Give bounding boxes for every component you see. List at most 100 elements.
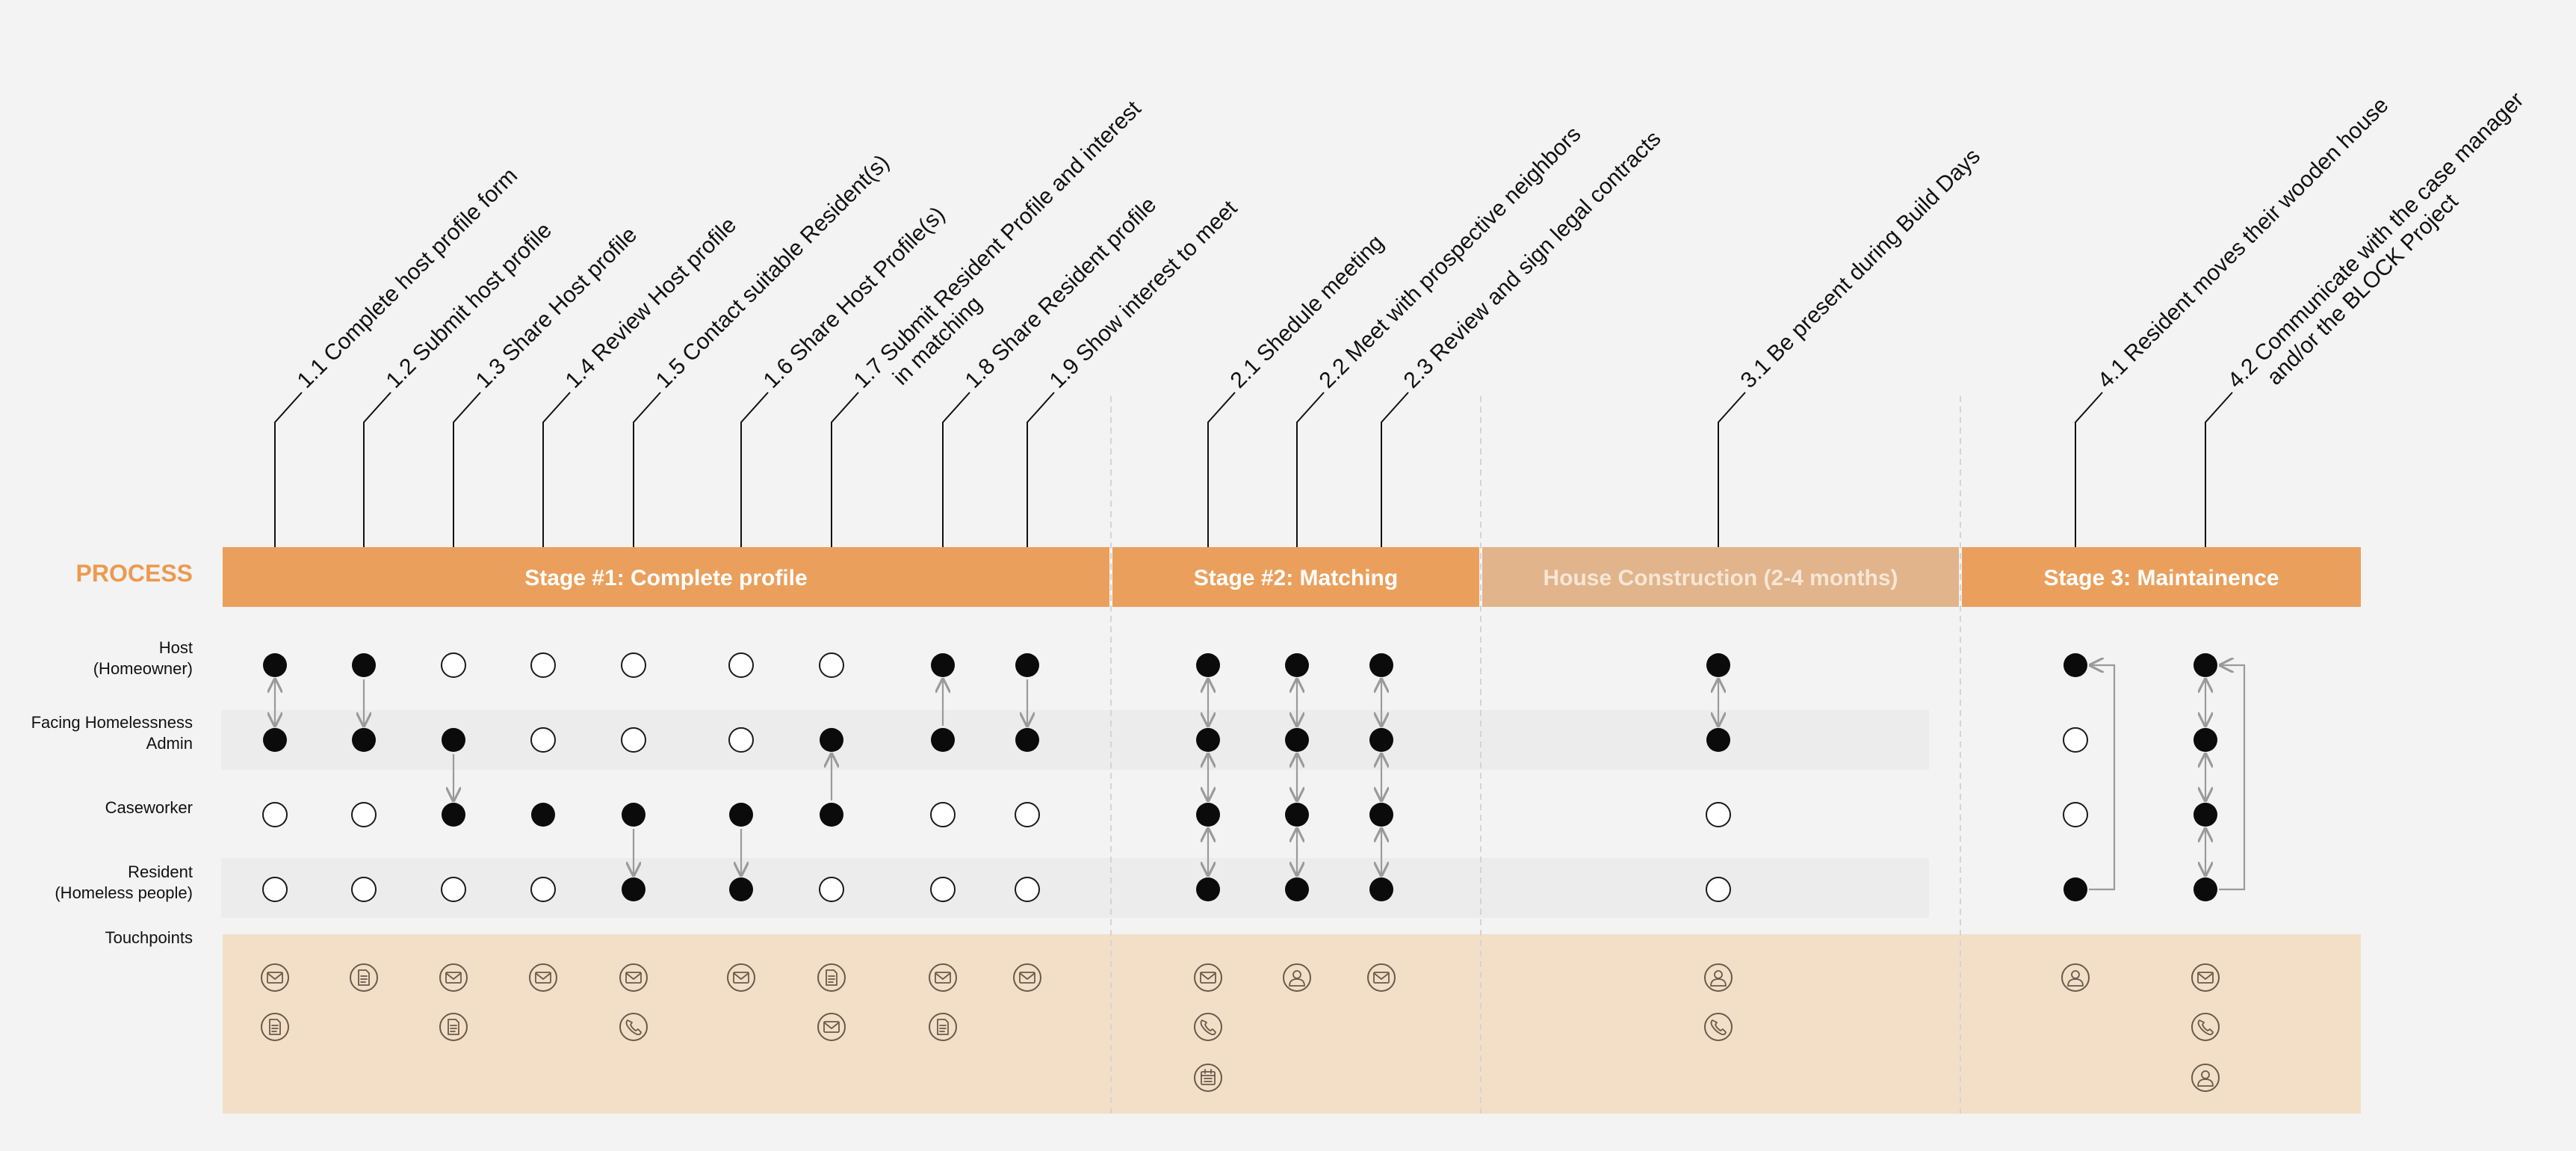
step-label-4.2: 4.2 Communicate with the case managerand… bbox=[2223, 87, 2547, 411]
lane-band-resident bbox=[221, 858, 1929, 918]
node-1.7-lane-3 bbox=[819, 877, 844, 902]
lane-label-3: Resident(Homeless people) bbox=[55, 863, 193, 902]
step-label-3.1: 3.1 Be present during Build Days bbox=[1736, 144, 1985, 392]
step-label-1.3: 1.3 Share Host profile bbox=[471, 222, 643, 393]
node-2.1-lane-1 bbox=[1196, 728, 1220, 752]
node-4.2-lane-1 bbox=[2193, 728, 2217, 752]
phone-icon bbox=[1194, 1013, 1222, 1041]
person-icon bbox=[2061, 963, 2090, 992]
node-4.1-lane-2 bbox=[2063, 802, 2088, 827]
step-leader-2.1 bbox=[1207, 392, 1236, 547]
node-2.1-lane-0 bbox=[1196, 653, 1220, 677]
document-icon bbox=[261, 1013, 289, 1041]
node-1.4-lane-1 bbox=[530, 727, 556, 753]
node-1.5-lane-2 bbox=[622, 803, 645, 827]
node-1.7-lane-0 bbox=[819, 652, 844, 678]
email-icon bbox=[529, 963, 557, 992]
document-icon bbox=[350, 963, 378, 992]
person-icon bbox=[1283, 963, 1311, 992]
node-4.2-lane-3 bbox=[2193, 877, 2217, 901]
node-1.4-lane-0 bbox=[530, 652, 556, 678]
stage-bar-2 bbox=[1112, 547, 1479, 607]
stage-dividers bbox=[1110, 396, 1961, 1114]
email-icon bbox=[929, 963, 957, 992]
document-icon bbox=[929, 1013, 957, 1041]
calendar-icon bbox=[1194, 1064, 1222, 1092]
node-2.3-lane-1 bbox=[1369, 728, 1393, 752]
node-1.1-lane-2 bbox=[262, 802, 288, 827]
step-label-1.4: 1.4 Review Host profile bbox=[561, 212, 741, 392]
node-1.6-lane-2 bbox=[729, 803, 753, 827]
return-bracket-4.1 bbox=[2089, 665, 2116, 891]
stage-label-3: House Construction (2-4 months) bbox=[1543, 566, 1898, 590]
step-leader-1.4 bbox=[542, 392, 571, 547]
node-1.6-lane-1 bbox=[728, 727, 754, 753]
node-1.2-lane-0 bbox=[352, 653, 376, 677]
node-1.3-lane-3 bbox=[441, 877, 466, 902]
node-1.8-lane-3 bbox=[930, 877, 956, 902]
node-1.6-lane-3 bbox=[729, 877, 753, 901]
node-1.4-lane-3 bbox=[530, 877, 556, 902]
email-icon bbox=[1194, 963, 1222, 992]
document-icon bbox=[439, 1013, 468, 1041]
node-1.4-lane-2 bbox=[531, 803, 555, 827]
step-leader-2.2 bbox=[1296, 392, 1325, 547]
node-1.5-lane-3 bbox=[622, 877, 645, 901]
node-1.1-lane-0 bbox=[263, 653, 287, 677]
node-2.3-lane-3 bbox=[1369, 877, 1393, 901]
node-2.2-lane-3 bbox=[1285, 877, 1309, 901]
step-leader-1.7 bbox=[831, 392, 859, 547]
person-icon bbox=[2191, 1064, 2220, 1092]
node-1.1-lane-1 bbox=[263, 728, 287, 752]
email-icon bbox=[727, 963, 755, 992]
step-leader-4.1 bbox=[2075, 392, 2103, 547]
node-1.5-lane-0 bbox=[621, 652, 646, 678]
step-leader-2.3 bbox=[1381, 392, 1409, 547]
phone-icon bbox=[619, 1013, 648, 1041]
step-leader-3.1 bbox=[1718, 392, 1746, 547]
lane-nodes bbox=[262, 652, 2217, 902]
node-1.8-lane-1 bbox=[931, 728, 955, 752]
node-1.7-lane-1 bbox=[820, 728, 843, 752]
node-4.1-lane-3 bbox=[2063, 877, 2087, 901]
step-label-2.1: 2.1 Shedule meeting bbox=[1226, 230, 1389, 393]
node-1.2-lane-1 bbox=[352, 728, 376, 752]
step-leaders bbox=[274, 392, 2233, 547]
step-label-4.1: 4.1 Resident moves their wooden house bbox=[2093, 93, 2394, 393]
node-1.3-lane-1 bbox=[442, 728, 465, 752]
step-leader-1.9 bbox=[1027, 392, 1055, 547]
node-1.8-lane-0 bbox=[931, 653, 955, 677]
node-1.1-lane-3 bbox=[262, 877, 288, 902]
email-icon bbox=[1367, 963, 1396, 992]
node-1.6-lane-0 bbox=[728, 652, 754, 678]
node-1.9-lane-0 bbox=[1015, 653, 1039, 677]
node-1.3-lane-2 bbox=[442, 803, 465, 827]
node-2.2-lane-2 bbox=[1285, 803, 1309, 827]
stage-bar-3 bbox=[1482, 547, 1959, 607]
node-1.8-lane-2 bbox=[930, 802, 956, 827]
step-leader-1.2 bbox=[363, 392, 391, 547]
step-leader-4.2 bbox=[2205, 392, 2233, 547]
step-leader-1.3 bbox=[453, 392, 481, 547]
node-3.1-lane-1 bbox=[1706, 728, 1730, 752]
node-2.3-lane-0 bbox=[1369, 653, 1393, 677]
email-icon bbox=[261, 963, 289, 992]
node-4.2-lane-2 bbox=[2193, 803, 2217, 827]
node-1.9-lane-2 bbox=[1015, 802, 1040, 827]
step-leader-1.8 bbox=[942, 392, 970, 547]
node-1.9-lane-3 bbox=[1015, 877, 1040, 902]
node-2.2-lane-1 bbox=[1285, 728, 1309, 752]
touchpoints-band bbox=[223, 934, 2361, 1114]
node-4.1-lane-0 bbox=[2063, 653, 2087, 677]
email-icon bbox=[439, 963, 468, 992]
node-1.3-lane-0 bbox=[441, 652, 466, 678]
stage-bar-4 bbox=[1962, 547, 2361, 607]
node-2.3-lane-2 bbox=[1369, 803, 1393, 827]
node-3.1-lane-2 bbox=[1706, 802, 1731, 827]
node-1.2-lane-2 bbox=[351, 802, 377, 827]
node-1.7-lane-2 bbox=[820, 803, 843, 827]
node-2.1-lane-2 bbox=[1196, 803, 1220, 827]
